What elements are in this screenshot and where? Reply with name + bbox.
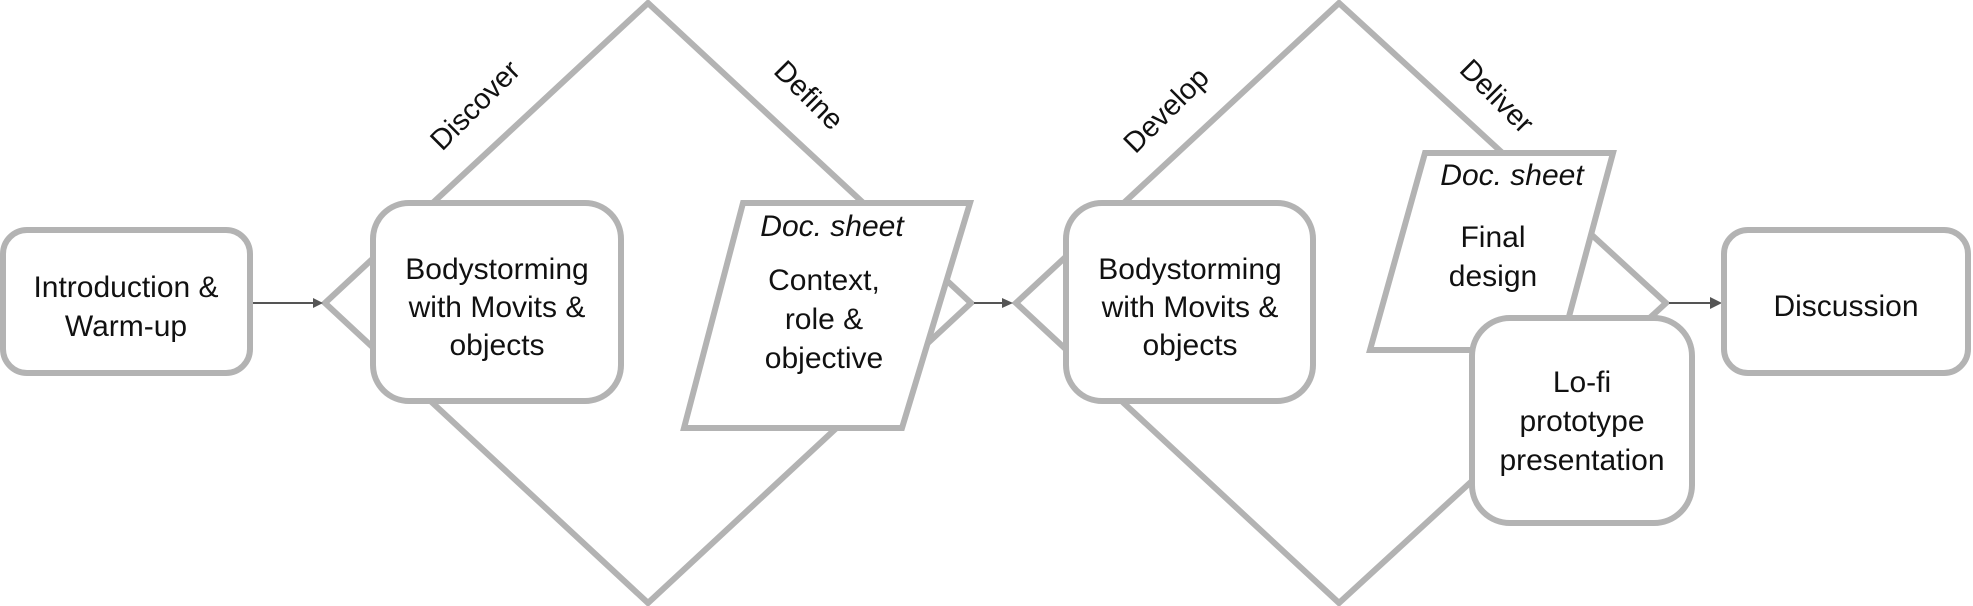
node-lofi-line-2: prototype <box>1519 405 1644 438</box>
arrow-intro-to-diamond1 <box>250 298 323 308</box>
doc-sheet-2-title: Doc. sheet <box>1440 159 1585 192</box>
doc-sheet-1-line-2: role & <box>785 303 863 336</box>
node-bodystorming-2-line-2: with Movits & <box>1101 291 1279 324</box>
doc-sheet-2-line-1: Final <box>1460 221 1525 254</box>
node-bodystorming-2-line-3: objects <box>1142 329 1237 362</box>
diamond-discover-define <box>320 0 976 606</box>
node-bodystorming-1-line-3: objects <box>449 329 544 362</box>
doc-sheet-1-line-1: Context, <box>768 264 880 297</box>
node-bodystorming-1: Bodystorming with Movits & objects <box>370 200 624 404</box>
node-lofi-line-3: presentation <box>1499 444 1664 477</box>
node-introduction-line-1: Introduction & <box>33 271 218 304</box>
node-lofi-prototype: Lo-fi prototype presentation <box>1469 315 1695 526</box>
phase-label-develop: Develop <box>1118 62 1216 160</box>
node-bodystorming-2-line-1: Bodystorming <box>1098 253 1281 286</box>
node-lofi-line-1: Lo-fi <box>1553 366 1611 399</box>
phase-label-deliver: Deliver <box>1453 53 1540 140</box>
doc-sheet-2-line-2: design <box>1449 260 1537 293</box>
node-introduction-line-2: Warm-up <box>65 310 187 343</box>
node-bodystorming-1-line-2: with Movits & <box>408 291 586 324</box>
doc-sheet-1-line-3: objective <box>765 342 883 375</box>
diamond-develop-deliver <box>1011 0 1671 606</box>
node-discussion-label: Discussion <box>1773 290 1918 323</box>
node-discussion: Discussion <box>1721 227 1971 376</box>
node-doc-sheet-context: Doc. sheet Context, role & objective <box>680 200 975 431</box>
node-bodystorming-1-line-1: Bodystorming <box>405 253 588 286</box>
arrow-diamond2-to-discussion <box>1669 297 1722 309</box>
doc-sheet-1-title: Doc. sheet <box>760 210 905 243</box>
phase-label-discover: Discover <box>424 54 527 157</box>
arrow-diamond1-to-diamond2 <box>974 298 1013 308</box>
node-introduction: Introduction & Warm-up <box>0 227 253 376</box>
node-bodystorming-2: Bodystorming with Movits & objects <box>1063 200 1316 404</box>
